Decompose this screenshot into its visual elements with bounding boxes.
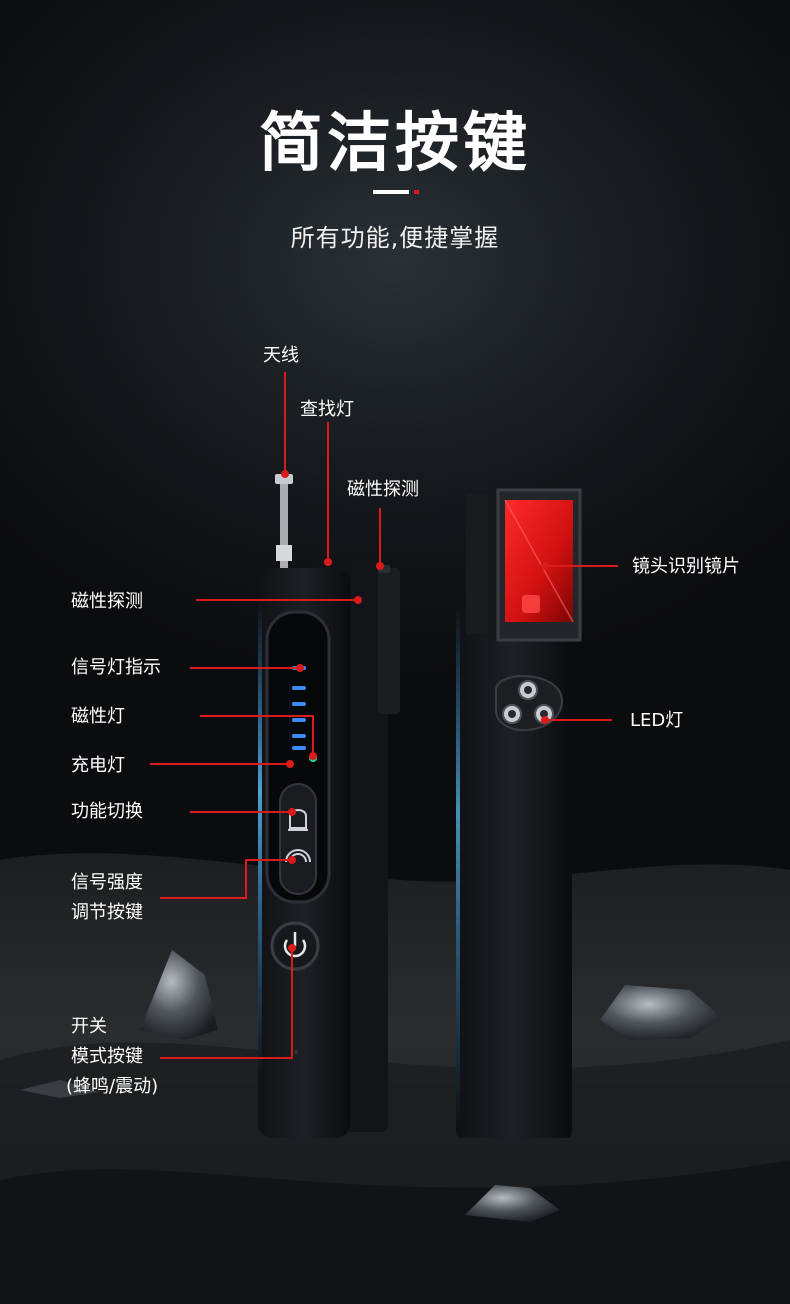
label-power-1: 开关 (71, 1016, 107, 1037)
label-signal-strength-1: 信号强度 (71, 872, 143, 893)
power-icon (283, 932, 307, 958)
page-subtitle: 所有功能,便捷掌握 (290, 224, 500, 252)
label-signal-strength-2: 调节按键 (71, 902, 143, 923)
callout-dots (281, 470, 549, 952)
detector-device-front (258, 474, 400, 1138)
bell-icon (288, 809, 308, 831)
title-underline (373, 190, 409, 194)
rock (465, 1185, 560, 1222)
label-search-light: 查找灯 (300, 399, 354, 420)
function-rocker-button[interactable] (279, 783, 317, 895)
title-underline-accent (414, 190, 419, 194)
callout-lines (150, 372, 618, 1059)
label-led: LED灯 (630, 710, 684, 731)
rock (140, 950, 218, 1040)
rock (600, 985, 722, 1040)
label-magnetic-left: 磁性探测 (71, 591, 143, 612)
label-charge-light: 充电灯 (71, 755, 125, 776)
label-power-2: 模式按键 (71, 1046, 143, 1067)
label-lens: 镜头识别镜片 (632, 556, 740, 577)
label-antenna: 天线 (263, 345, 299, 366)
detector-device-back (456, 488, 582, 1138)
label-signal-indicator: 信号灯指示 (71, 657, 161, 678)
rock (20, 1080, 100, 1098)
label-magnetic-top: 磁性探测 (347, 479, 419, 500)
label-power-3: (蜂鸣/震动) (66, 1076, 159, 1097)
label-function-switch: 功能切换 (71, 801, 143, 822)
page-title: 简洁按键 (259, 107, 531, 181)
label-magnetic-light: 磁性灯 (71, 706, 125, 727)
